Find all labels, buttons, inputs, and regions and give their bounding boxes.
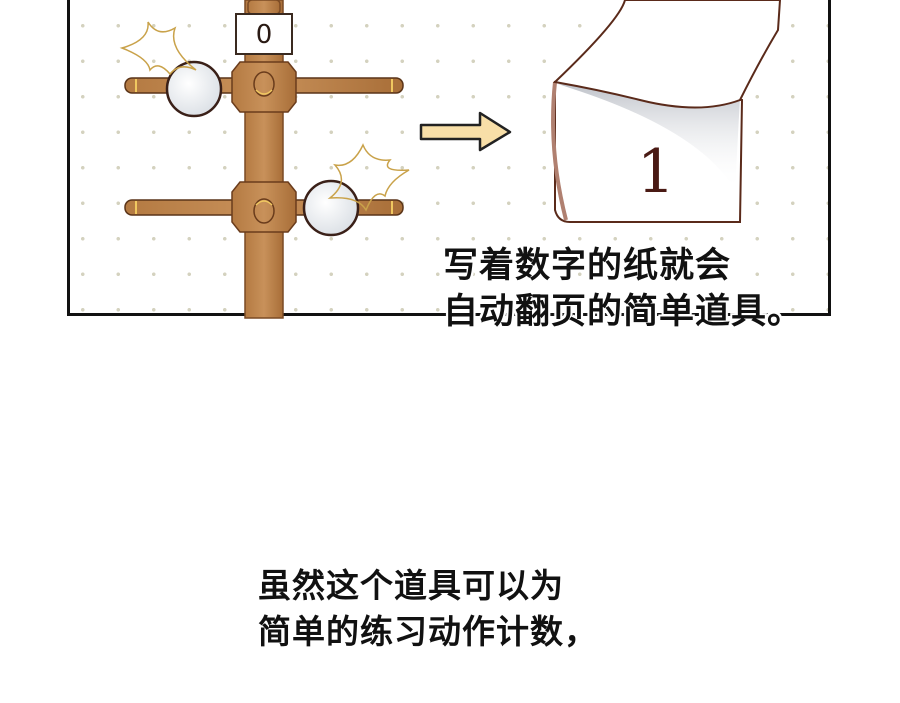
narration-line: 简单的练习动作计数， [258, 612, 598, 651]
panel-illustration: 0 1 [119, 0, 782, 319]
narration-line: 虽然这个道具可以为 [258, 566, 564, 605]
arrow-right-icon [419, 111, 512, 152]
caption-line: 自动翻页的简单道具。 [443, 292, 804, 332]
narration-text: 虽然这个道具可以为 简单的练习动作计数， [258, 563, 598, 655]
panel-caption: 写着数字的纸就会 自动翻页的简单道具。 [443, 243, 803, 335]
abacus-counter-icon: 0 [119, 0, 410, 319]
counter-label-zero: 0 [256, 20, 273, 50]
caption-line: 写着数字的纸就会 [443, 246, 732, 286]
flip-calendar-icon: 1 [551, 0, 782, 223]
page-number: 1 [637, 137, 675, 207]
